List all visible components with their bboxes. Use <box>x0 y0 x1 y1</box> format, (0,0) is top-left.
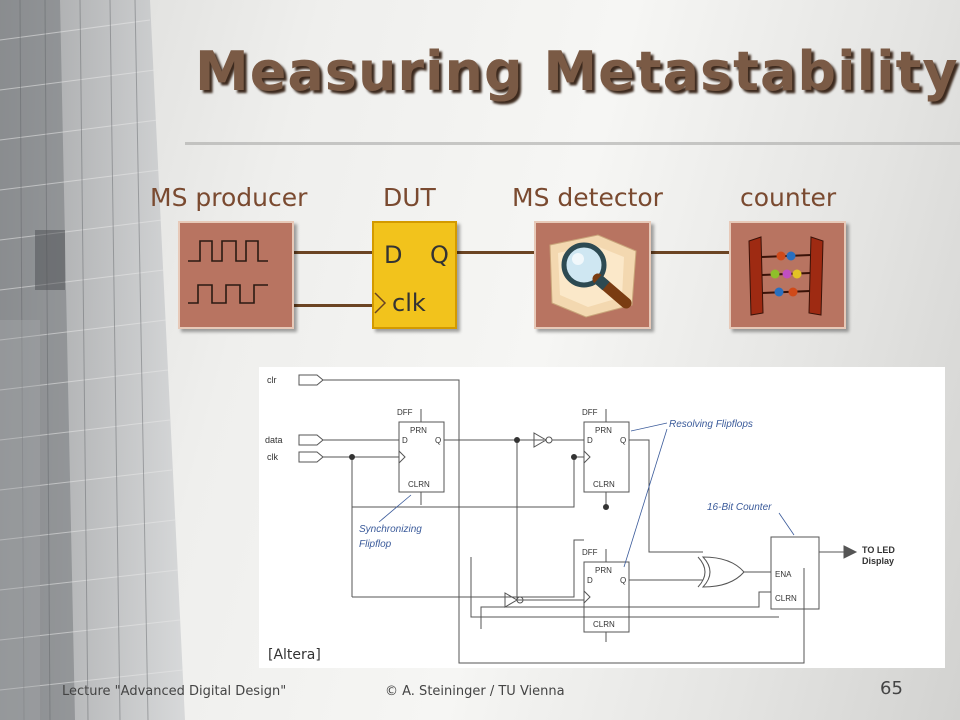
dut-pin-clk: clk <box>392 289 426 317</box>
wire-q-to-detector <box>457 251 534 254</box>
label-dut: DUT <box>383 183 436 212</box>
schematic-diagram: clr data clk DFF PRN D Q CLRN DFF PRN D … <box>265 374 895 664</box>
ff3-prn: PRN <box>595 566 612 575</box>
ff2-dff-label: DFF <box>582 408 598 417</box>
label-ms-detector: MS detector <box>512 183 663 212</box>
ms-producer-block <box>178 221 294 329</box>
ff2-q: Q <box>620 436 626 445</box>
output-to-led: TO LED <box>862 545 895 555</box>
callout-synchronizing: Synchronizing <box>359 524 422 535</box>
callout-flipflop: Flipflop <box>359 539 392 550</box>
ff2-prn: PRN <box>595 426 612 435</box>
source-credit: [Altera] <box>268 647 321 663</box>
input-clk: clk <box>267 452 278 462</box>
dut-flipflop-block: D Q clk <box>372 221 457 329</box>
footer-lecture: Lecture "Advanced Digital Design" <box>62 684 287 699</box>
wire-producer-to-d <box>294 251 372 254</box>
footer-copyright: © A. Steininger / TU Vienna <box>385 684 565 699</box>
building-photo <box>0 0 185 720</box>
abacus-icon <box>748 236 824 316</box>
counter-clrn: CLRN <box>775 594 797 603</box>
dut-pin-d: D <box>384 241 403 269</box>
ff1-d: D <box>402 436 408 445</box>
ff1-clrn: CLRN <box>408 480 430 489</box>
title-divider <box>185 142 960 145</box>
input-clr: clr <box>267 375 277 385</box>
ff2-d: D <box>587 436 593 445</box>
ff1-prn: PRN <box>410 426 427 435</box>
waveform-icon <box>188 240 268 304</box>
ff2-clrn: CLRN <box>593 480 615 489</box>
magnifier-icon <box>549 234 637 318</box>
output-display: Display <box>862 556 894 566</box>
dut-pin-q: Q <box>430 241 449 269</box>
label-counter: counter <box>740 183 837 212</box>
ff1-q: Q <box>435 436 441 445</box>
clock-edge-icon <box>374 292 387 314</box>
label-ms-producer: MS producer <box>150 183 308 212</box>
input-data: data <box>265 435 283 445</box>
ff3-clrn: CLRN <box>593 620 615 629</box>
slide-title: Measuring Metastability <box>195 40 959 103</box>
ff3-d: D <box>587 576 593 585</box>
counter-block <box>729 221 846 329</box>
wire-detector-to-counter <box>651 251 729 254</box>
page-number: 65 <box>880 678 903 699</box>
ff1-dff-label: DFF <box>397 408 413 417</box>
wire-producer-to-clk <box>294 304 372 307</box>
ff3-q: Q <box>620 576 626 585</box>
counter-ena: ENA <box>775 570 792 579</box>
callout-16bit-counter: 16-Bit Counter <box>707 502 772 513</box>
callout-resolving-flipflops: Resolving Flipflops <box>669 419 753 430</box>
altera-schematic: clr data clk DFF PRN D Q CLRN DFF PRN D … <box>259 367 945 668</box>
ms-detector-block <box>534 221 651 329</box>
ff3-dff-label: DFF <box>582 548 598 557</box>
